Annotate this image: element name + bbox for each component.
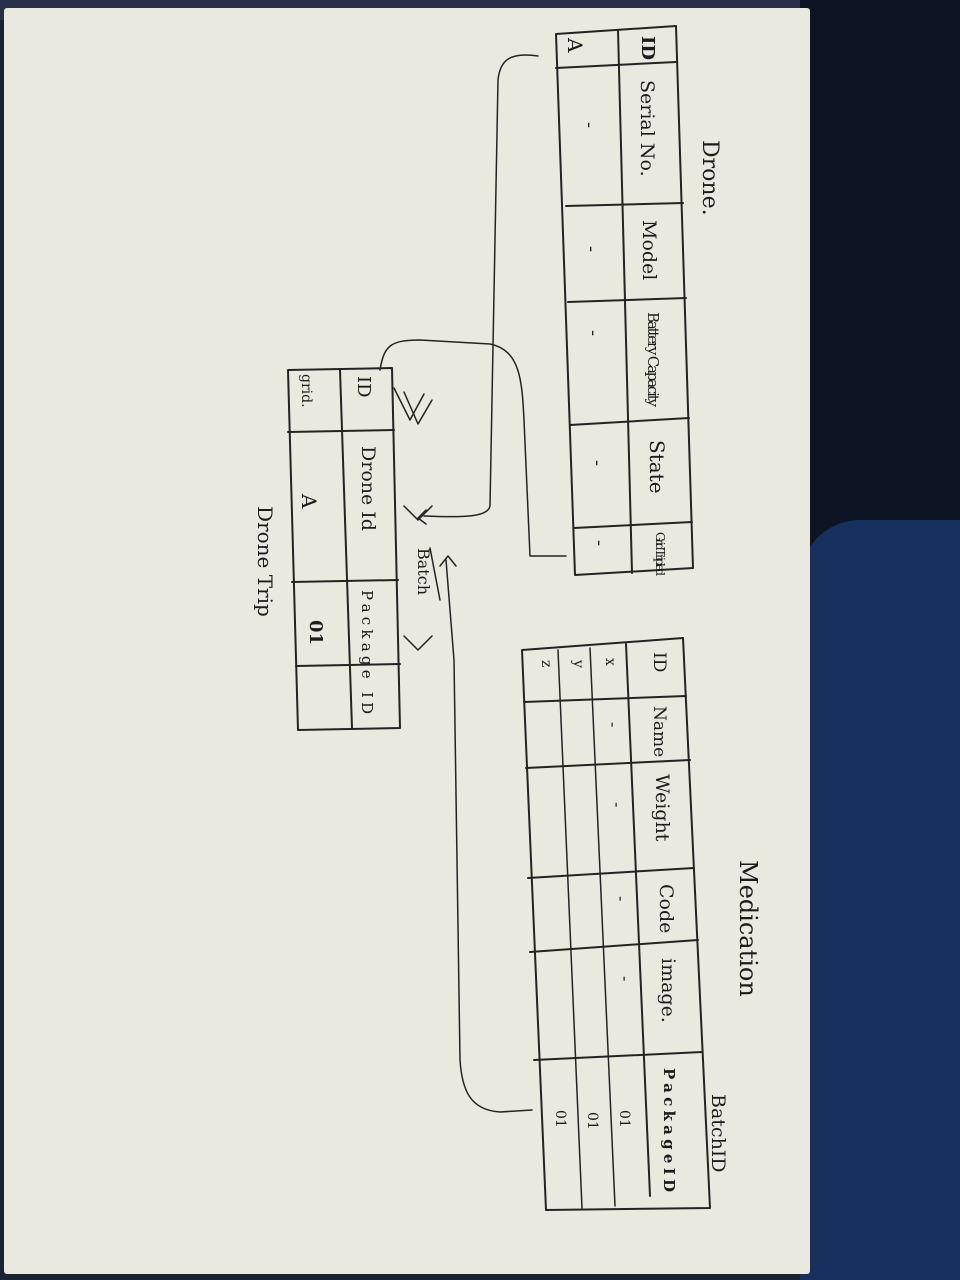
medication-row3-package: 01 [552, 1110, 568, 1128]
scribble-marks [393, 387, 441, 651]
medication-row1-id: x [602, 658, 618, 666]
drone-val-serial: - [579, 122, 600, 128]
medication-row1-code: - [612, 896, 631, 901]
medication-batchid-label: BatchID [707, 1094, 729, 1173]
drone-trip-col-package: Package ID [358, 590, 376, 714]
medication-row1-package: 01 [616, 1110, 632, 1128]
medication-title: Medication [734, 860, 762, 997]
medication-row2-id: y [570, 659, 586, 668]
drone-title: Drone. [697, 140, 722, 216]
drone-trip-col-drone-id: Drone Id [357, 446, 379, 531]
medication-row3-id: z [538, 660, 554, 667]
relationship-lines [379, 54, 567, 1113]
drone-trip-val-batch: 01 [305, 620, 326, 645]
medication-col-name: Name [649, 706, 669, 757]
drone-val-state: - [587, 460, 608, 466]
paper-sheet [4, 8, 810, 1274]
drone-val-battery: - [583, 330, 604, 336]
drone-col-serial: Serial No. [636, 80, 658, 177]
drone-trip-title: Drone Trip [253, 506, 277, 617]
drone-trip-table [287, 367, 401, 731]
drone-val-model: - [581, 246, 602, 252]
drone-col-state: State [645, 440, 669, 494]
medication-col-image: image. [657, 958, 679, 1023]
medication-row1-weight: - [608, 802, 627, 807]
drone-trip-col-batch: Batch [414, 548, 433, 595]
medication-col-weight: Weight [651, 774, 673, 842]
medication-row1-name: - [604, 722, 623, 727]
background-chair [800, 520, 960, 1280]
drone-col-id: ID [637, 36, 658, 60]
drone-trip-val-id: grid. [298, 374, 314, 408]
medication-col-package: PackageID [660, 1068, 678, 1192]
medication-col-id: ID [649, 652, 669, 672]
drone-table [555, 25, 694, 576]
drone-val-id: A [563, 37, 587, 53]
drone-col-battery: Battery Capacity [644, 312, 662, 408]
drone-col-grid: Grid Tripled [653, 532, 667, 576]
drone-col-model: Model [638, 220, 660, 280]
medication-table [521, 637, 711, 1211]
drone-trip-col-id: ID [353, 376, 374, 398]
drone-val-grid: - [589, 540, 610, 546]
medication-row1-image: - [616, 976, 635, 981]
medication-row2-package: 01 [584, 1112, 600, 1130]
medication-col-code: Code [655, 884, 677, 933]
drone-trip-val-drone: A [297, 493, 321, 509]
